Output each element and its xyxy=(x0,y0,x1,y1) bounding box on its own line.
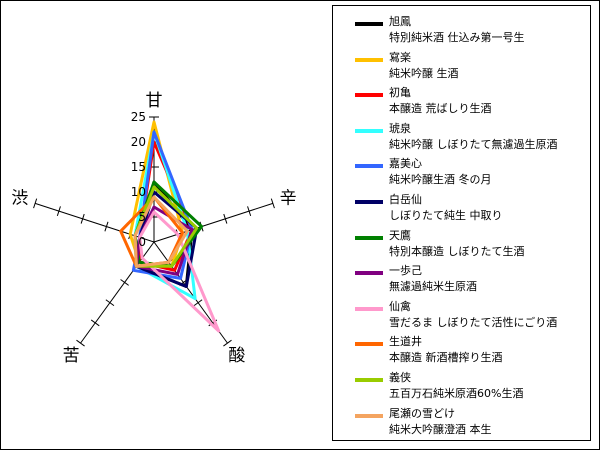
legend-item-1: 寫楽 純米吟醸 生酒 xyxy=(333,50,590,86)
tick-label-4: 20 xyxy=(131,135,146,149)
legend-swatch-6 xyxy=(355,235,383,240)
legend-swatch-0 xyxy=(355,22,383,26)
legend-item-4: 嘉美心 純米吟醸生酒 冬の月 xyxy=(333,156,590,192)
legend-item-11: 尾瀬の雪どけ 純米大吟醸澄酒 本生 xyxy=(333,406,590,442)
legend-swatch-8 xyxy=(355,306,383,311)
legend: 旭鳳 特別純米酒 仕込み第一号生寫楽 純米吟醸 生酒初亀 本醸造 荒ばしり生酒琥… xyxy=(332,5,591,441)
axis-label-1: 辛 xyxy=(280,188,297,208)
legend-swatch-3 xyxy=(355,128,383,133)
legend-item-5: 白岳仙 しぼりたて純生 中取り xyxy=(333,192,590,228)
legend-label-2: 初亀 本醸造 荒ばしり生酒 xyxy=(389,86,492,116)
legend-label-1: 寫楽 純米吟醸 生酒 xyxy=(389,50,459,80)
series-line-8 xyxy=(138,210,221,333)
legend-swatch-10 xyxy=(355,377,383,382)
tick-label-1: 5 xyxy=(138,210,146,224)
axis-tick-4-2 xyxy=(104,221,109,232)
labels-layer: 甘辛酸 苦 渋 0 5 10 15 20 25 xyxy=(11,91,296,366)
legend-label-0: 旭鳳 特別純米酒 仕込み第一号生 xyxy=(389,15,525,44)
axis-label-2: 酸 xyxy=(228,346,245,366)
legend-label-8: 仙禽 雪だるま しぼりたて活性にごり酒 xyxy=(389,299,558,329)
legend-swatch-4 xyxy=(355,164,383,169)
axis-tick-3-5 xyxy=(76,339,85,347)
legend-swatch-1 xyxy=(355,57,383,62)
axis-tick-3-3 xyxy=(105,299,115,307)
legend-swatch-11 xyxy=(355,413,383,418)
legend-swatch-7 xyxy=(355,271,383,276)
legend-label-6: 天鷹 特別本醸造 しぼりたて生酒 xyxy=(389,228,525,258)
legend-label-3: 琥泉 純米吟醸 しぼりたて無濾過生原酒 xyxy=(389,121,558,151)
legend-swatch-9 xyxy=(355,342,383,347)
legend-label-5: 白岳仙 しぼりたて純生 中取り xyxy=(389,192,503,222)
legend-item-0: 旭鳳 特別純米酒 仕込み第一号生 xyxy=(333,14,590,50)
radar-chart: 甘辛酸 苦 渋 0 5 10 15 20 25 xyxy=(11,91,296,366)
axis-tick-4-4 xyxy=(56,206,61,217)
series-line-11 xyxy=(133,195,189,268)
axis-tick-2-3 xyxy=(193,299,203,307)
tick-label-0: 0 xyxy=(138,235,146,249)
axis-label-4: 渋 xyxy=(11,188,28,208)
axis-label-0: 甘 xyxy=(146,91,163,111)
axis-tick-1-5 xyxy=(270,198,275,209)
tick-label-2: 10 xyxy=(131,185,146,199)
axis-tick-1-3 xyxy=(223,213,228,224)
legend-item-9: 生道井 本醸造 新酒槽搾り生酒 xyxy=(333,334,590,370)
series-layer xyxy=(119,120,221,333)
legend-item-2: 初亀 本醸造 荒ばしり生酒 xyxy=(333,85,590,121)
legend-label-4: 嘉美心 純米吟醸生酒 冬の月 xyxy=(389,157,492,187)
axis-label-3: 苦 xyxy=(63,346,80,366)
axis-tick-4-3 xyxy=(80,213,85,224)
legend-label-11: 尾瀬の雪どけ 純米大吟醸澄酒 本生 xyxy=(389,406,492,436)
legend-item-7: 一歩己 無濾過純米生原酒 xyxy=(333,263,590,299)
axis-line-1 xyxy=(153,202,274,243)
legend-item-8: 仙禽 雪だるま しぼりたて活性にごり酒 xyxy=(333,299,590,335)
axis-tick-4-5 xyxy=(33,198,38,209)
legend-swatch-2 xyxy=(355,93,383,98)
axis-tick-2-5 xyxy=(223,339,232,347)
axis-tick-3-4 xyxy=(90,319,100,327)
legend-item-10: 義侠 五百万石純米原酒60%生酒 xyxy=(333,370,590,406)
axis-tick-1-4 xyxy=(247,206,252,217)
legend-label-9: 生道井 本醸造 新酒槽搾り生酒 xyxy=(389,335,503,365)
legend-label-10: 義侠 五百万石純米原酒60%生酒 xyxy=(389,370,524,400)
legend-label-7: 一歩己 無濾過純米生原酒 xyxy=(389,264,477,294)
legend-swatch-5 xyxy=(355,199,383,204)
axis-tick-3-2 xyxy=(120,279,129,286)
legend-item-6: 天鷹 特別本醸造 しぼりたて生酒 xyxy=(333,228,590,264)
tick-label-3: 15 xyxy=(131,160,146,174)
tick-label-5: 25 xyxy=(131,110,146,124)
legend-item-3: 琥泉 純米吟醸 しぼりたて無濾過生原酒 xyxy=(333,121,590,157)
